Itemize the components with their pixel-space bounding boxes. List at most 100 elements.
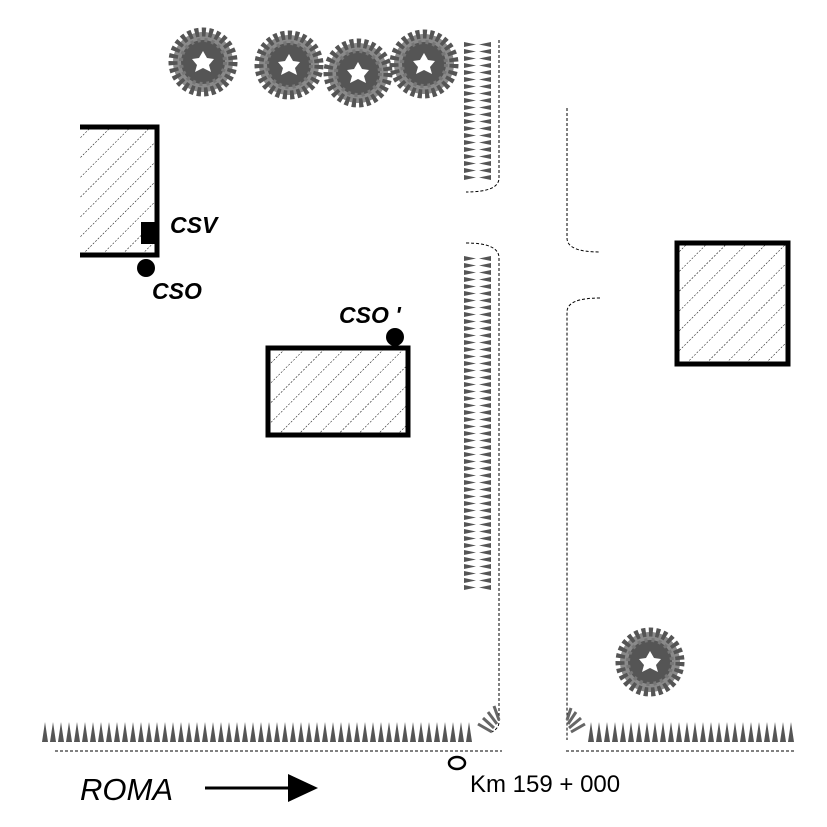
hedge-mark xyxy=(362,722,368,742)
tree-icon xyxy=(620,632,680,692)
hedge-mark xyxy=(402,722,408,742)
csv-point xyxy=(141,222,156,244)
hedge-mark xyxy=(660,722,666,742)
hedge-mark xyxy=(479,368,491,373)
hedge-mark xyxy=(479,529,491,534)
hedge-mark xyxy=(479,154,491,159)
hedge-mark xyxy=(479,77,491,82)
hedge-mark xyxy=(74,722,80,742)
hedge-mark xyxy=(410,722,416,742)
hedge-mark xyxy=(464,571,476,576)
hedge-mark xyxy=(450,722,456,742)
hedge-mark xyxy=(464,501,476,506)
road-edge-east-upper xyxy=(566,108,601,253)
hedge-mark xyxy=(464,529,476,534)
hedge-mark xyxy=(464,175,476,180)
hedge-mark xyxy=(604,722,610,742)
hedge-mark xyxy=(234,722,240,742)
hedge-mark xyxy=(479,557,491,562)
hedge-mark xyxy=(464,256,476,261)
hedge-mark xyxy=(479,431,491,436)
tree-icon xyxy=(328,43,388,103)
hedge-mark xyxy=(479,452,491,457)
hedge-mark xyxy=(479,84,491,89)
hedge-mark xyxy=(479,466,491,471)
cso-label: CSO xyxy=(152,278,202,304)
hedge-mark xyxy=(464,354,476,359)
hedge-mark xyxy=(442,722,448,742)
hedge-mark xyxy=(464,70,476,75)
hedge-mark xyxy=(479,305,491,310)
hedge-mark xyxy=(668,722,674,742)
hedge-mark xyxy=(338,722,344,742)
hedge-mark xyxy=(464,91,476,96)
hedge-mark xyxy=(479,42,491,47)
hedge-mark xyxy=(464,543,476,548)
hedge-mark xyxy=(464,112,476,117)
hedge-mark xyxy=(106,722,112,742)
hedge-mark xyxy=(162,722,168,742)
hedge-mark xyxy=(464,263,476,268)
hedge-mark xyxy=(588,722,594,742)
km-marker-label: Km 159 + 000 xyxy=(470,771,620,798)
tree-icon xyxy=(394,34,454,94)
direction-label: ROMA xyxy=(80,772,173,807)
hedge-mark xyxy=(282,722,288,742)
hedge-mark xyxy=(114,722,120,742)
hedge-mark xyxy=(700,722,706,742)
hedge-mark xyxy=(464,585,476,590)
hedge-mark xyxy=(756,722,762,742)
hedge-mark xyxy=(370,722,376,742)
hedge-mark xyxy=(274,722,280,742)
hedge-mark xyxy=(464,466,476,471)
hedge-mark xyxy=(146,722,152,742)
hedge-mark xyxy=(202,722,208,742)
hedge-mark xyxy=(479,515,491,520)
hedge-mark xyxy=(464,347,476,352)
hedge-mark xyxy=(58,722,64,742)
hedge-mark xyxy=(464,368,476,373)
hedge-mark xyxy=(716,722,722,742)
cso-prime-point xyxy=(386,328,404,346)
hedge-mark xyxy=(464,284,476,289)
hedge-mark xyxy=(479,63,491,68)
tree-icon xyxy=(173,32,233,92)
hedge-mark xyxy=(464,424,476,429)
hedge-mark xyxy=(479,473,491,478)
hedge-mark xyxy=(479,119,491,124)
hedge-mark xyxy=(122,722,128,742)
corner-fan-right xyxy=(565,707,586,734)
hedge-mark xyxy=(464,140,476,145)
hedge-mark xyxy=(628,722,634,742)
hedge-mark xyxy=(218,722,224,742)
hedge-mark xyxy=(464,515,476,520)
hedge-mark xyxy=(386,722,392,742)
hedge-mark xyxy=(479,312,491,317)
hedge-mark xyxy=(458,722,464,742)
hedge-mark xyxy=(266,722,272,742)
hedge-mark xyxy=(684,722,690,742)
hedge-mark xyxy=(479,354,491,359)
hedge-mark xyxy=(788,722,794,742)
hedge-mark xyxy=(306,722,312,742)
tree-row-top xyxy=(173,32,454,103)
hedge-mark xyxy=(479,70,491,75)
hedge-mark xyxy=(732,722,738,742)
hedge-mark xyxy=(464,63,476,68)
hedge-mark xyxy=(330,722,336,742)
hedge-mark xyxy=(464,312,476,317)
hedge-mark xyxy=(479,168,491,173)
hedge-mark xyxy=(479,389,491,394)
hedge-mark xyxy=(226,722,232,742)
hedge-mark xyxy=(644,722,650,742)
hedge-mark xyxy=(479,140,491,145)
hedge-mark xyxy=(596,722,602,742)
hedge-mark xyxy=(464,340,476,345)
arrow-right-icon xyxy=(205,774,318,802)
hedge-mark xyxy=(394,722,400,742)
hedge-mark xyxy=(98,722,104,742)
hedge-mark xyxy=(242,722,248,742)
hedge-mark xyxy=(464,56,476,61)
